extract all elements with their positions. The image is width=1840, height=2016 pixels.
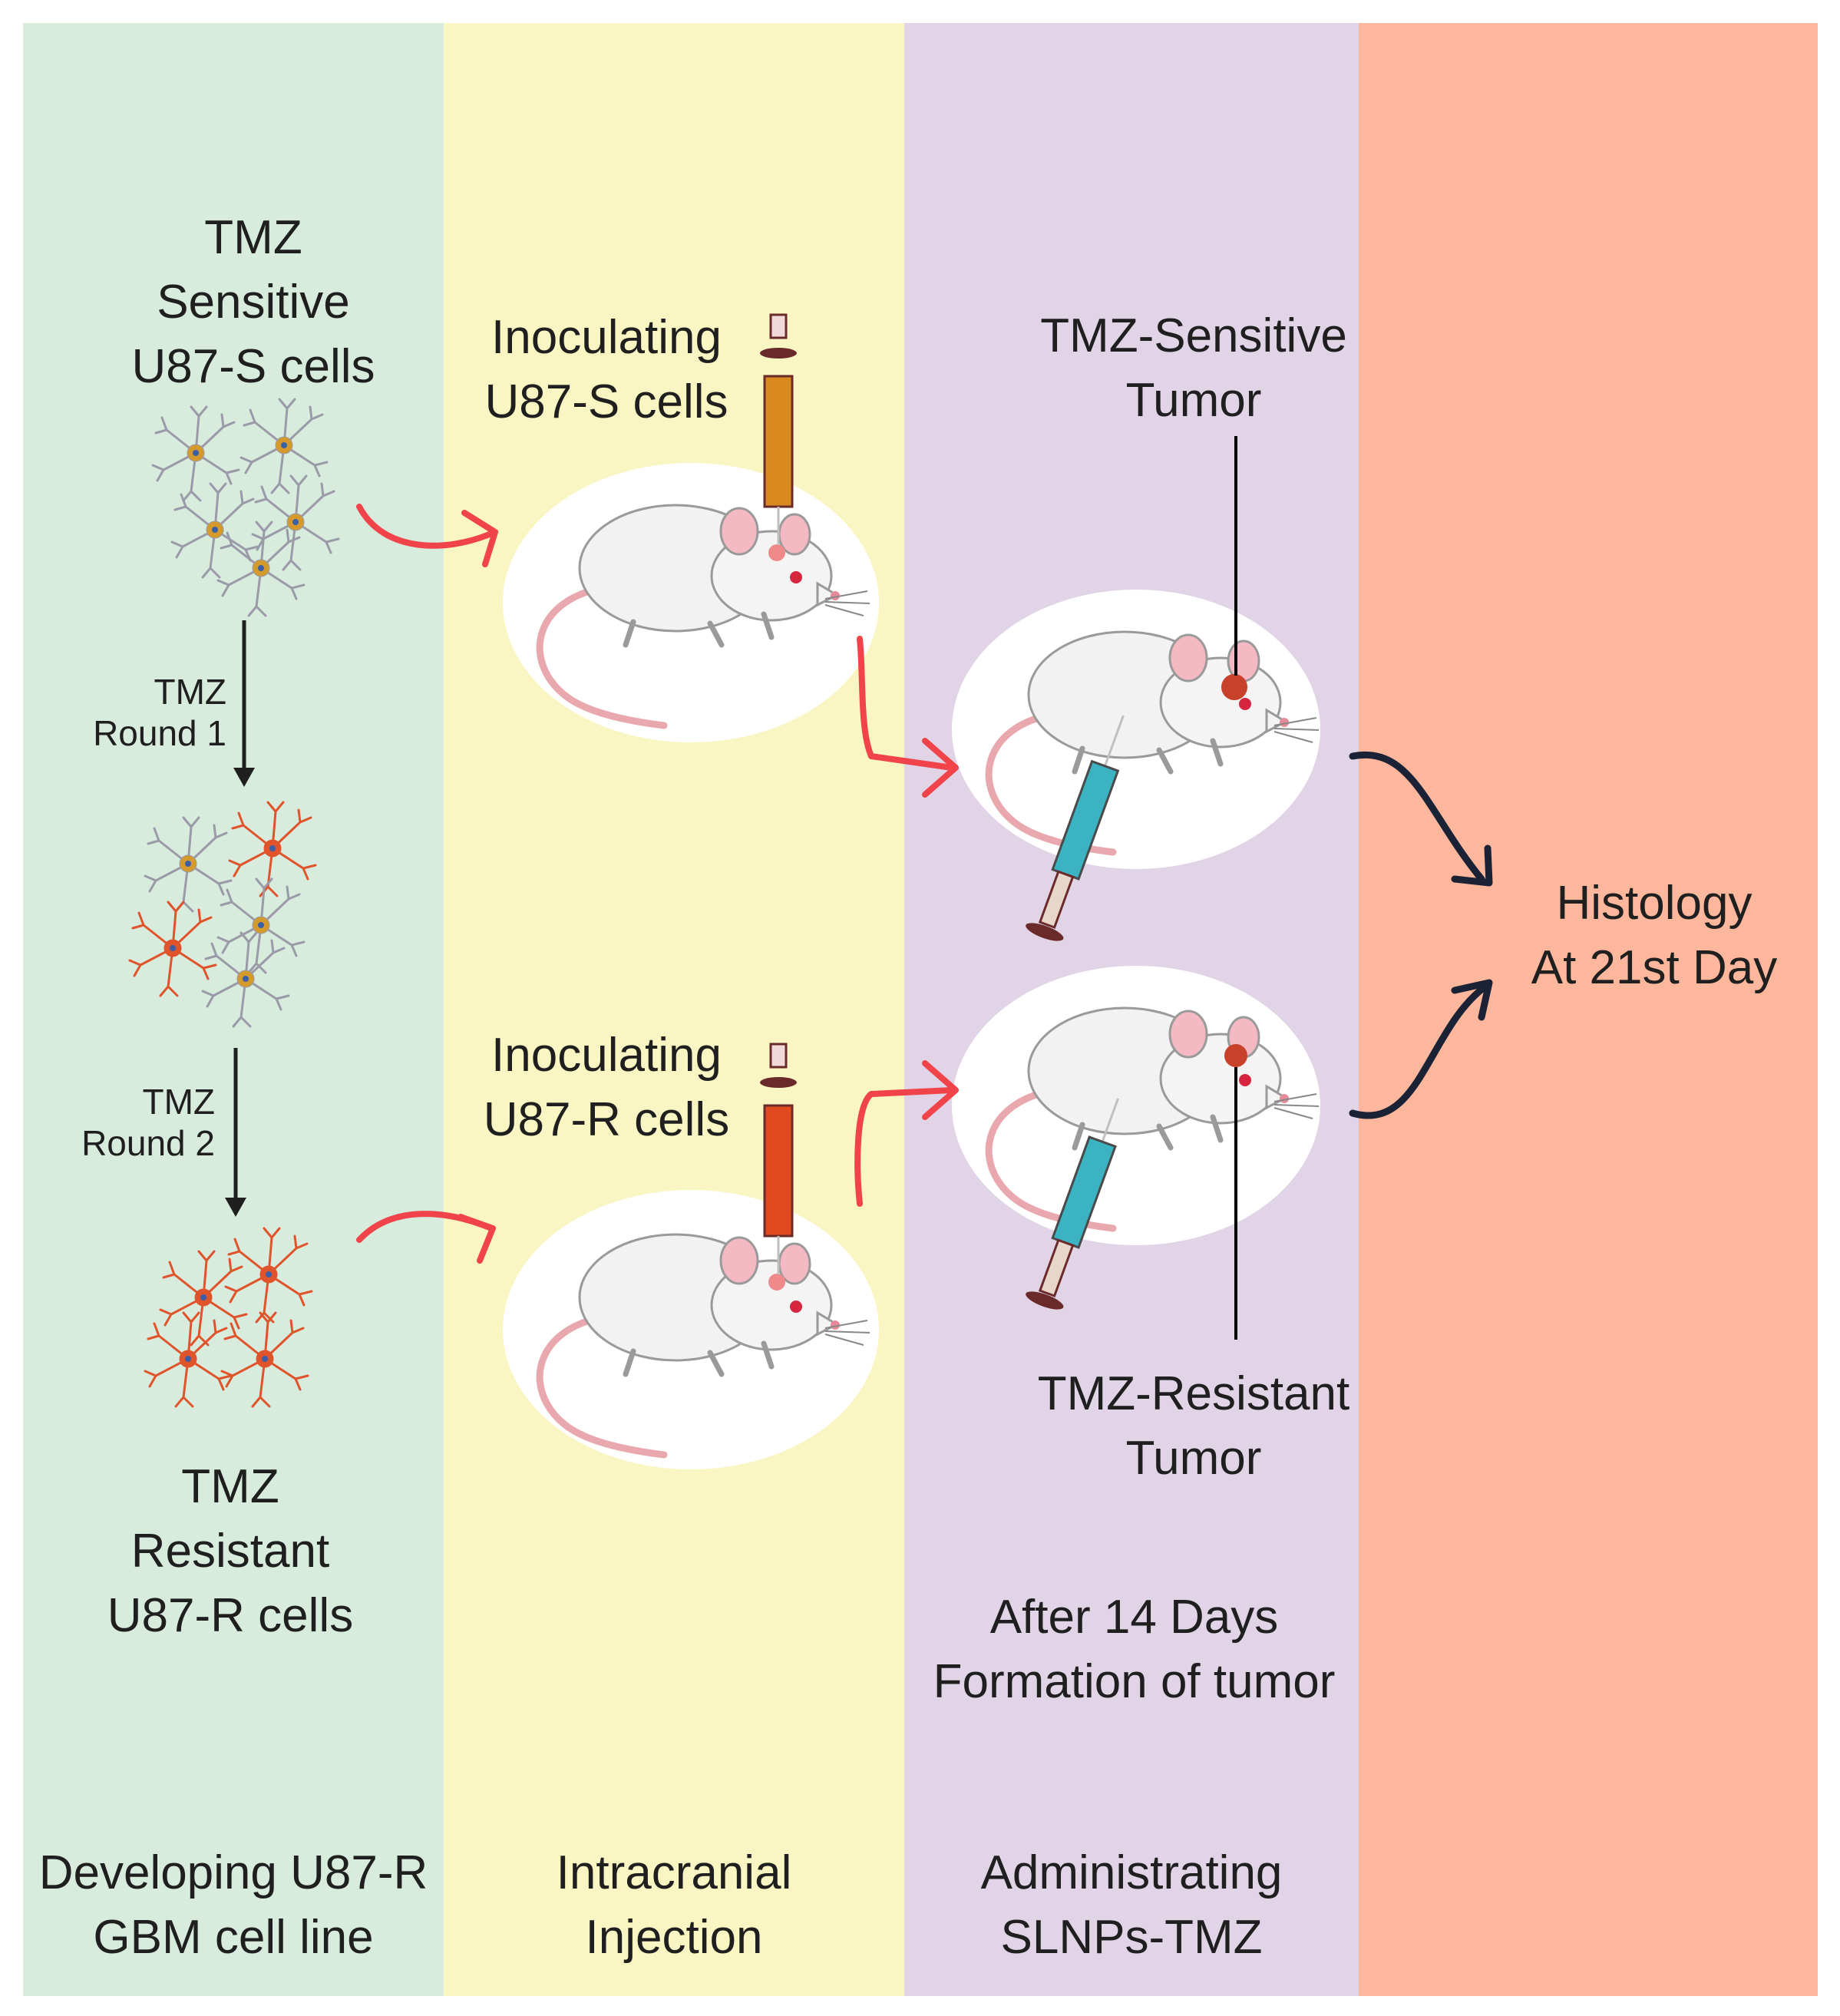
panel-developing [23, 23, 444, 1996]
red-arrows [356, 504, 959, 1264]
label-inoculating-s: Inoculating U87-S cells [484, 311, 728, 428]
label-after-days: After 14 Days Formation of tumor [933, 1591, 1336, 1708]
label-round2: TMZ Round 2 [81, 1082, 215, 1163]
label-sensitive-tumor: TMZ-Sensitive Tumor [1040, 309, 1347, 427]
label-sensitive-cells: TMZ Sensitive U87-S cells [131, 211, 375, 393]
cluster-resistant [144, 1227, 313, 1408]
dark-arrows [1349, 751, 1493, 1119]
syringe-treatment-2 [1026, 1098, 1119, 1310]
syringe-treatment-1 [1026, 715, 1125, 941]
label-resistant-cells: TMZ Resistant U87-R cells [107, 1460, 354, 1642]
tumor-resistant [1224, 1044, 1247, 1067]
tumor-sensitive [1221, 674, 1247, 700]
footer-administering: Administrating SLNPs-TMZ [980, 1846, 1283, 1964]
label-round1: TMZ Round 1 [93, 672, 226, 753]
round-arrows [225, 620, 255, 1217]
label-resistant-tumor: TMZ-Resistant Tumor [1037, 1367, 1350, 1485]
panel-injection [444, 23, 904, 1996]
footer-developing: Developing U87-R GBM cell line [38, 1846, 428, 1964]
cluster-sensitive [151, 398, 340, 617]
syringe-r [760, 1043, 797, 1274]
cluster-mixed [128, 801, 317, 1028]
syringe-s [760, 313, 797, 545]
panel-histology [1359, 23, 1818, 1996]
footer-injection: Intracranial Injection [556, 1846, 792, 1964]
label-inoculating-r: Inoculating U87-R cells [483, 1029, 730, 1146]
label-histology: Histology At 21st Day [1531, 877, 1778, 994]
